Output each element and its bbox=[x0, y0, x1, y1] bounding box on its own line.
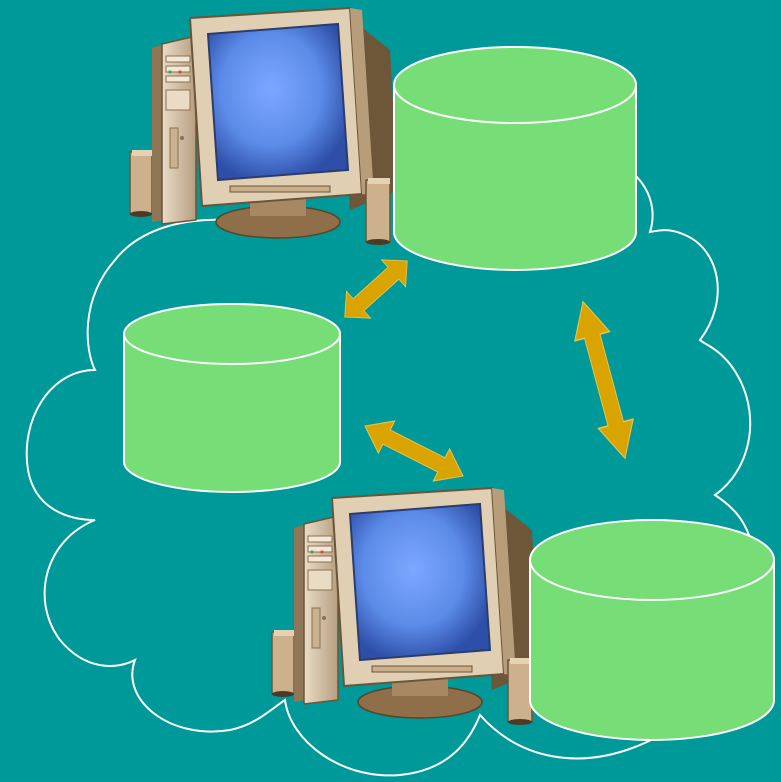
database-icon bbox=[393, 46, 637, 271]
database-icon bbox=[123, 303, 341, 493]
cloud-shape bbox=[25, 159, 757, 777]
database-icon bbox=[529, 519, 775, 741]
